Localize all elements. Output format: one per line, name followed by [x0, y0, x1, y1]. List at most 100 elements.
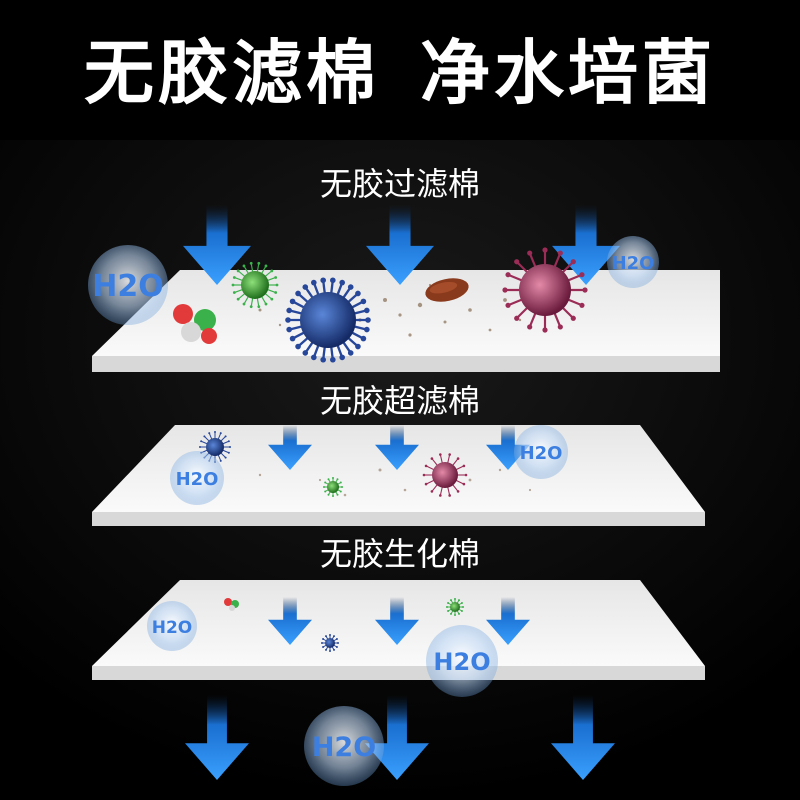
spike-tip	[450, 612, 452, 615]
bacteria-green-small	[323, 477, 343, 497]
spike-tip	[270, 297, 274, 301]
spike-tip	[323, 486, 325, 488]
spike-tip	[219, 459, 222, 462]
spike-tip	[446, 606, 448, 608]
spike-tip	[224, 456, 227, 459]
bacteria-blue-large	[285, 277, 371, 363]
spike-tip	[542, 247, 548, 253]
spike-tip	[242, 302, 246, 306]
bacteria-blue-tiny	[321, 634, 339, 652]
spike-tip	[257, 305, 261, 309]
h2o-bubble-1: H2O	[88, 245, 168, 325]
down-arrow-icon	[375, 425, 419, 470]
spike-tip	[224, 435, 227, 438]
headline: 无胶滤棉净水培菌	[0, 38, 800, 108]
spike-tip	[327, 478, 330, 481]
svg-text:H2O: H2O	[152, 618, 193, 638]
spike-tip	[355, 343, 361, 350]
spike-tip	[295, 343, 301, 350]
spike-tip	[365, 317, 371, 323]
molecule-icon	[173, 304, 217, 344]
spike-tip	[324, 481, 327, 484]
spike-tip	[322, 638, 325, 640]
spike-tip	[337, 642, 339, 644]
molecule-icon-small	[224, 598, 239, 611]
spike-tip	[339, 279, 345, 286]
down-arrow-icon	[375, 597, 419, 645]
spike-tip	[339, 354, 345, 361]
spike-tip	[227, 440, 230, 443]
spike-tip	[464, 473, 468, 477]
spike-tip	[330, 277, 336, 284]
spike-tip	[311, 354, 317, 361]
headline-part-1: 无胶滤棉	[84, 32, 380, 114]
spike-tip	[335, 638, 338, 640]
spike-tip	[236, 297, 240, 301]
spike-tip	[514, 315, 520, 321]
spike-tip	[321, 642, 323, 644]
spike-tip	[439, 494, 442, 497]
bacteria-green-large	[231, 261, 279, 309]
spike-tip	[295, 290, 301, 297]
spike-tip	[458, 599, 460, 602]
svg-text:H2O: H2O	[312, 732, 376, 763]
spike-tip	[502, 287, 508, 293]
down-arrow-icon	[551, 695, 615, 780]
spike-tip	[311, 279, 317, 286]
spike-tip	[347, 350, 354, 356]
h2o-bubble-5: H2O	[147, 601, 197, 651]
spike-tip	[447, 610, 450, 612]
spike-tip	[424, 464, 428, 468]
h2o-bubble-7: H2O	[304, 706, 384, 786]
spike-tip	[462, 606, 464, 608]
spike-tip	[327, 493, 330, 496]
spike-tip	[264, 264, 268, 268]
spike-tip	[341, 486, 343, 488]
spike-tip	[514, 259, 520, 265]
spike-tip	[320, 277, 326, 284]
spike-tip	[286, 326, 292, 333]
down-arrow-icon	[183, 205, 251, 285]
spike-tip	[339, 481, 342, 484]
h2o-bubble-3: H2O	[170, 451, 224, 505]
spike-tip	[289, 298, 296, 305]
svg-text:H2O: H2O	[92, 269, 163, 304]
spike-tip	[570, 315, 576, 321]
spike-tip	[322, 646, 325, 648]
spike-tip	[454, 614, 456, 616]
spike-tip	[232, 291, 236, 294]
spike-tip	[335, 646, 338, 648]
spike-tip	[275, 283, 279, 287]
svg-text:H2O: H2O	[520, 443, 563, 464]
spike-tip	[286, 307, 292, 314]
spike-tip	[208, 432, 211, 435]
spike-tip	[424, 482, 428, 486]
spike-tip	[289, 335, 296, 342]
spike-tip	[430, 457, 434, 460]
spike-tip	[219, 432, 222, 435]
down-arrow-icon	[185, 695, 249, 780]
spike-tip	[333, 635, 335, 638]
down-arrow-icon	[268, 597, 312, 645]
spike-tip	[336, 478, 339, 481]
spike-tip	[462, 482, 466, 486]
spike-tip	[257, 261, 261, 265]
down-arrow-icon	[366, 205, 434, 285]
spike-tip	[324, 490, 327, 493]
layer-label-1: 无胶过滤棉	[319, 165, 480, 203]
down-arrow-icon	[268, 425, 312, 470]
spike-tip	[439, 453, 442, 456]
spike-tip	[320, 356, 326, 363]
layer-label-3: 无胶生化棉	[319, 535, 480, 573]
spike-tip	[333, 648, 335, 651]
spike-tip	[329, 634, 331, 636]
spike-tip	[232, 276, 236, 279]
spike-tip	[270, 269, 274, 273]
spike-tip	[325, 648, 327, 651]
h2o-bubble-4: H2O	[514, 425, 568, 479]
spike-tip	[460, 610, 463, 612]
spike-tip	[339, 490, 342, 493]
spike-tip	[200, 440, 203, 443]
